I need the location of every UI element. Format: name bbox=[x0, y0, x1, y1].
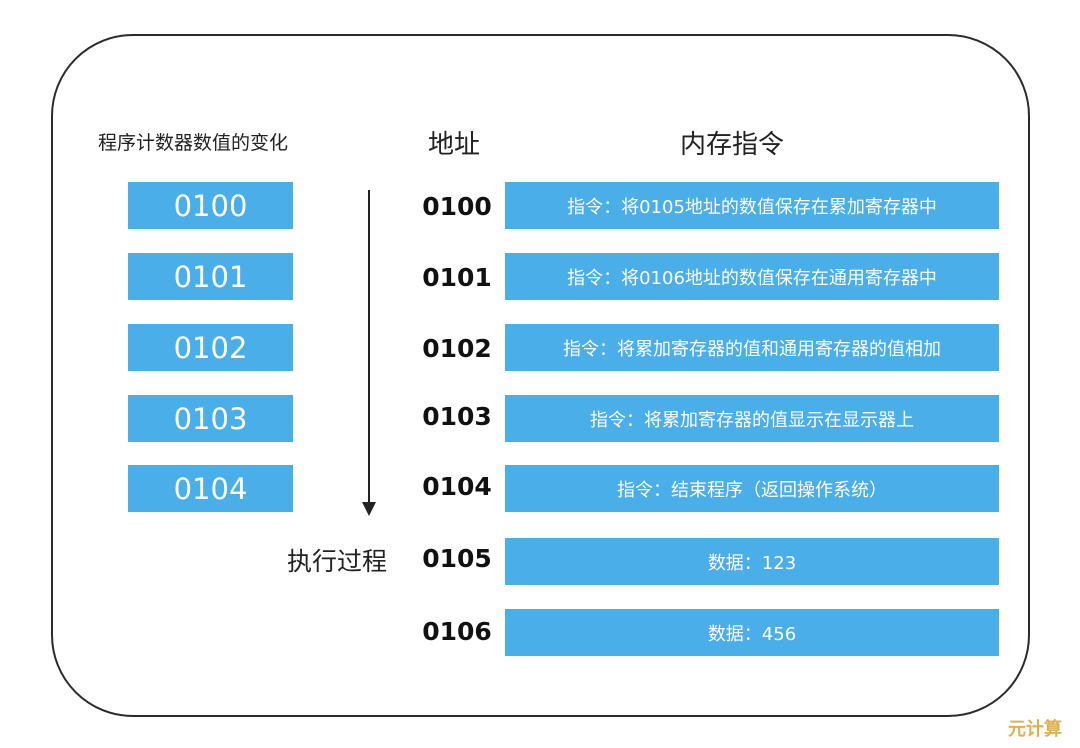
pc-value-box: 0101 bbox=[128, 253, 293, 300]
memory-address: 0103 bbox=[422, 402, 492, 431]
memory-address: 0101 bbox=[422, 263, 492, 292]
memory-content-box: 指令：结束程序（返回操作系统） bbox=[505, 465, 999, 512]
pc-value-box: 0100 bbox=[128, 182, 293, 229]
watermark-logo: 元计算 bbox=[1008, 719, 1062, 740]
memory-address: 0100 bbox=[422, 192, 492, 221]
memory-content-box: 指令：将累加寄存器的值显示在显示器上 bbox=[505, 395, 999, 442]
memory-content-box: 数据：123 bbox=[505, 538, 999, 585]
diagram-frame bbox=[51, 34, 1030, 717]
pc-value-box: 0104 bbox=[128, 465, 293, 512]
memory-address: 0105 bbox=[422, 544, 492, 573]
arrow-down-icon bbox=[362, 502, 376, 516]
memory-content-box: 数据：456 bbox=[505, 609, 999, 656]
memory-column-title: 内存指令 bbox=[680, 130, 785, 160]
memory-content-box: 指令：将累加寄存器的值和通用寄存器的值相加 bbox=[505, 324, 999, 371]
memory-content-box: 指令：将0105地址的数值保存在累加寄存器中 bbox=[505, 182, 999, 229]
address-column-title: 地址 bbox=[428, 130, 481, 160]
memory-content-box: 指令：将0106地址的数值保存在通用寄存器中 bbox=[505, 253, 999, 300]
execution-label: 执行过程 bbox=[287, 547, 388, 576]
memory-address: 0104 bbox=[422, 472, 492, 501]
memory-address: 0106 bbox=[422, 617, 492, 646]
pc-value-box: 0103 bbox=[128, 395, 293, 442]
pc-column-title: 程序计数器数值的变化 bbox=[98, 132, 289, 154]
memory-address: 0102 bbox=[422, 334, 492, 363]
pc-value-box: 0102 bbox=[128, 324, 293, 371]
execution-arrow-line bbox=[368, 190, 370, 502]
